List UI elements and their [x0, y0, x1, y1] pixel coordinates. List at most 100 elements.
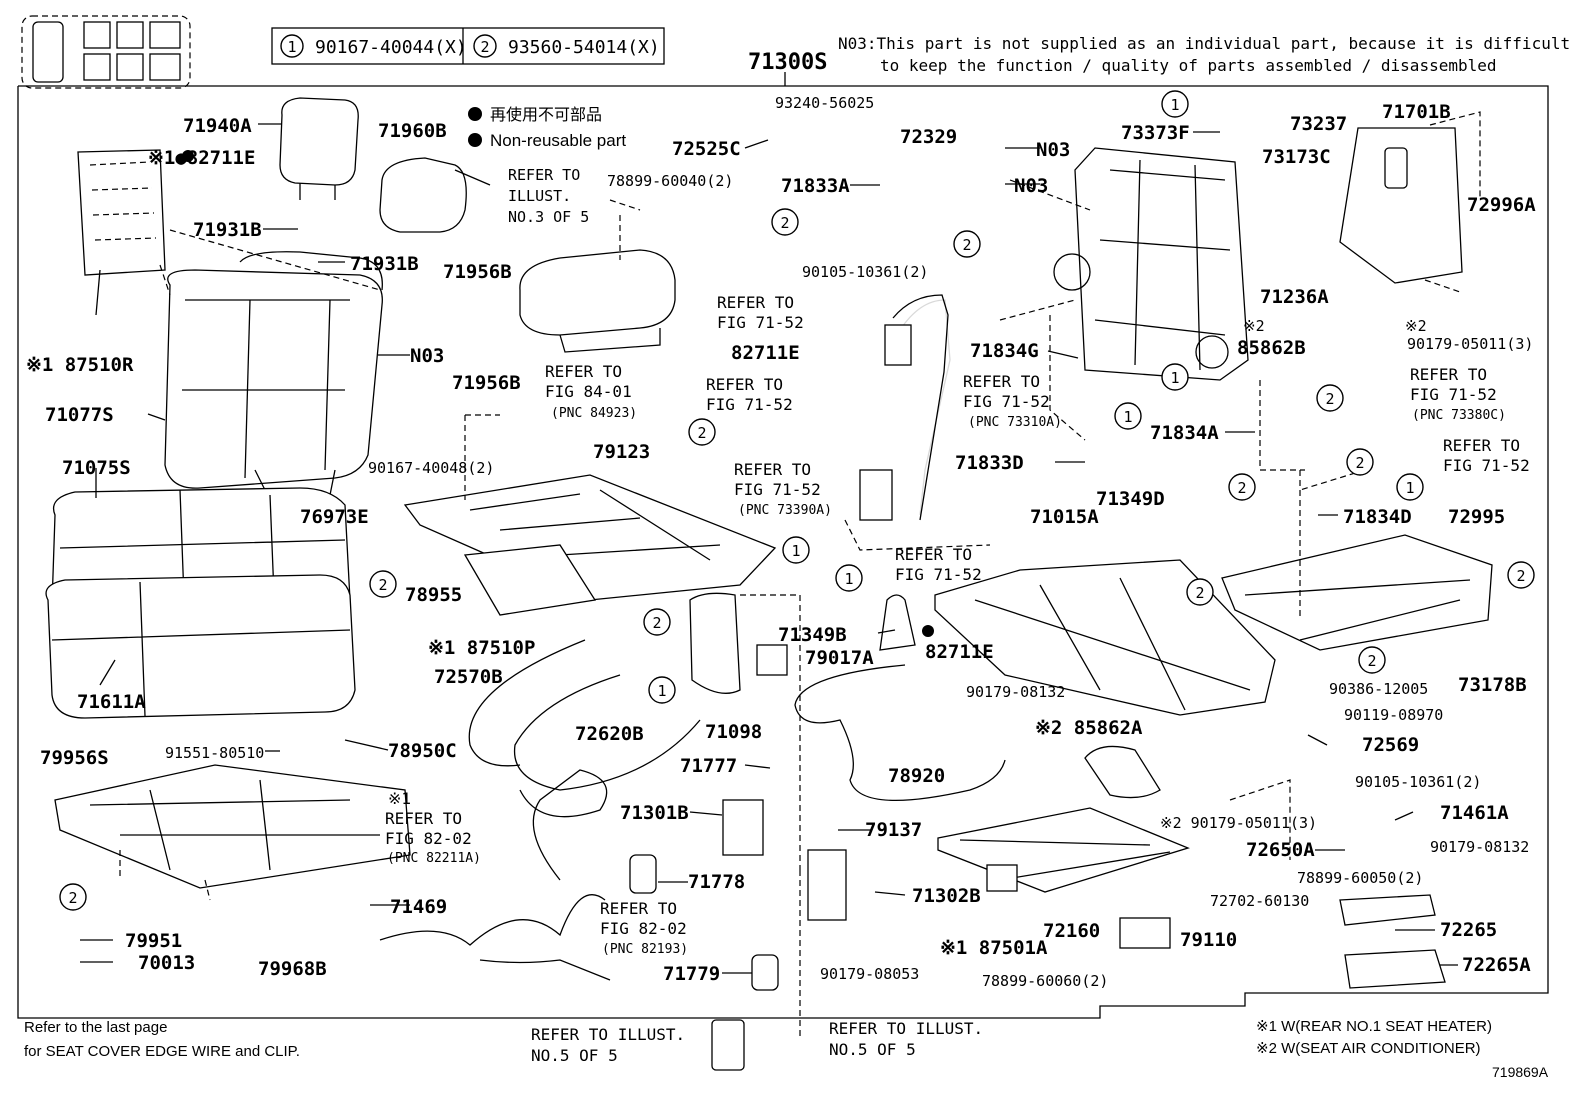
part-71777: 71777 — [680, 755, 737, 777]
refer-7152-a-line2: FIG 71-52 — [717, 313, 804, 332]
part-72265: 72265 — [1440, 919, 1497, 941]
part-91551-80510: 91551-80510 — [165, 744, 264, 762]
legend-part-1: 90167-40044(X) — [315, 37, 467, 58]
part-79137: 79137 — [865, 819, 922, 841]
part-85862A: ※2 85862A — [1035, 717, 1143, 739]
refer-illust3-line3: NO.3 OF 5 — [508, 208, 589, 226]
seat-cushion-illustration — [45, 487, 356, 719]
seat-back-illustration — [164, 251, 383, 501]
refer-73390-line1: REFER TO — [734, 460, 811, 479]
footer-condition-1: ※1 W(REAR NO.1 SEAT HEATER) — [1256, 1018, 1492, 1035]
part-72996A: 72996A — [1467, 194, 1536, 216]
part-73373F: 73373F — [1121, 122, 1190, 144]
refer-7152-b-line1: REFER TO — [706, 375, 783, 394]
svg-text:2: 2 — [697, 424, 706, 442]
part-71349D: 71349D — [1096, 488, 1165, 510]
refer-73380-line1: REFER TO — [1410, 365, 1487, 384]
svg-text:2: 2 — [68, 889, 77, 907]
part-N03-b: N03 — [1036, 139, 1070, 161]
right-frame-piece — [1221, 534, 1493, 651]
part-72265A: 72265A — [1462, 954, 1531, 976]
part-71834D: 71834D — [1343, 506, 1412, 528]
part-87510P: ※1 87510P — [428, 637, 535, 659]
part-71778: 71778 — [688, 871, 745, 893]
part-78899-60060: 78899-60060(2) — [982, 972, 1108, 990]
part-71834G: 71834G — [970, 340, 1039, 362]
refer-82211-line3: (PNC 82211A) — [387, 851, 481, 866]
part-90179-05011-a-prefix: ※2 — [1405, 317, 1427, 335]
part-71940A: 71940A — [183, 115, 252, 137]
refer-82211-line1: REFER TO — [385, 809, 462, 828]
part-71779: 71779 — [663, 963, 720, 985]
svg-text:2: 2 — [1355, 454, 1364, 472]
part-82711E-b: 82711E — [731, 342, 800, 364]
part-78955: 78955 — [405, 584, 462, 606]
part-71701B: 71701B — [1382, 101, 1451, 123]
seat-heater-mat-back — [77, 149, 166, 316]
n03-note-line2: to keep the function / quality of parts … — [880, 56, 1497, 75]
refer-to-labels: REFER TO ILLUST. NO.3 OF 5 REFER TO FIG … — [385, 166, 1530, 1065]
part-71960B: 71960B — [378, 120, 447, 142]
part-72650A: 72650A — [1246, 839, 1315, 861]
part-79951: 79951 — [125, 930, 182, 952]
main-assembly-number: 71300S — [748, 50, 827, 75]
part-78920: 78920 — [888, 765, 945, 787]
svg-text:2: 2 — [1367, 652, 1376, 670]
part-72160: 72160 — [1043, 920, 1100, 942]
svg-text:2: 2 — [1325, 390, 1334, 408]
refer-7152-a-line1: REFER TO — [717, 293, 794, 312]
part-71611A: 71611A — [77, 691, 146, 713]
svg-text:1: 1 — [1170, 96, 1179, 114]
svg-text:2: 2 — [1516, 567, 1525, 585]
part-70013: 70013 — [138, 952, 195, 974]
seat-belt-illustration — [859, 294, 951, 521]
part-72329: 72329 — [900, 126, 957, 148]
refer-illust5a-line2: NO.5 OF 5 — [531, 1046, 618, 1065]
refer-illust3-line1: REFER TO — [508, 166, 580, 184]
part-79956S: 79956S — [40, 747, 109, 769]
diagram-border — [17, 85, 1549, 1019]
part-71077S: 71077S — [45, 404, 114, 426]
footer-note-line2: for SEAT COVER EDGE WIRE and CLIP. — [24, 1043, 300, 1060]
part-71075S: 71075S — [62, 457, 131, 479]
part-82711E-c: 82711E — [925, 641, 994, 663]
part-76973E: 76973E — [300, 506, 369, 528]
part-90179-05011-a: 90179-05011(3) — [1407, 335, 1533, 353]
refer-7152-b-line2: FIG 71-52 — [706, 395, 793, 414]
svg-text:1: 1 — [1123, 408, 1132, 426]
svg-text:2: 2 — [652, 614, 661, 632]
part-72702-60130: 72702-60130 — [1210, 892, 1309, 910]
refer-73310-line1: REFER TO — [963, 372, 1040, 391]
part-90179-05011-b: ※2 90179-05011(3) — [1160, 814, 1317, 832]
svg-text:1: 1 — [1405, 479, 1414, 497]
seat-position-indicator — [21, 15, 191, 89]
part-85862B: 85862B — [1237, 337, 1306, 359]
part-71302B: 71302B — [912, 885, 981, 907]
part-79968B: 79968B — [258, 958, 327, 980]
svg-text:1: 1 — [791, 542, 800, 560]
part-72570B: 72570B — [434, 666, 503, 688]
part-90179-08132-b: 90179-08132 — [1430, 838, 1529, 856]
part-labels: 71940A ※1●82711E 71931B 71931B ※1 87510R… — [26, 94, 1536, 990]
svg-text:2: 2 — [1195, 584, 1204, 602]
rear-panel-illustration — [1339, 127, 1463, 284]
refer-7152-c-line1: REFER TO — [895, 545, 972, 564]
refer-73380-line2: FIG 71-52 — [1410, 385, 1497, 404]
svg-text:2: 2 — [378, 576, 387, 594]
part-73237: 73237 — [1290, 113, 1347, 135]
part-93240-56025: 93240-56025 — [775, 94, 874, 112]
refer-illust5b-line1: REFER TO ILLUST. — [829, 1019, 983, 1038]
part-90105-10361-b: 90105-10361(2) — [1355, 773, 1481, 791]
latch-mechanisms — [629, 592, 1446, 1071]
svg-text:2: 2 — [962, 236, 971, 254]
callout-circles: 1 2 2 1 2 1 2 1 2 2 2 1 1 2 2 2 1 2 2 — [59, 90, 1535, 911]
refer-8401-line3: (PNC 84923) — [551, 406, 637, 421]
part-73173C: 73173C — [1262, 146, 1331, 168]
non-reusable-label-en: Non-reusable part — [490, 131, 626, 150]
part-79110: 79110 — [1180, 929, 1237, 951]
part-71956B-b: 71956B — [452, 372, 521, 394]
refer-illust5a-line1: REFER TO ILLUST. — [531, 1025, 685, 1044]
part-71833D: 71833D — [955, 452, 1024, 474]
under-floor-panel — [54, 764, 411, 889]
part-78899-60050: 78899-60050(2) — [1297, 869, 1423, 887]
